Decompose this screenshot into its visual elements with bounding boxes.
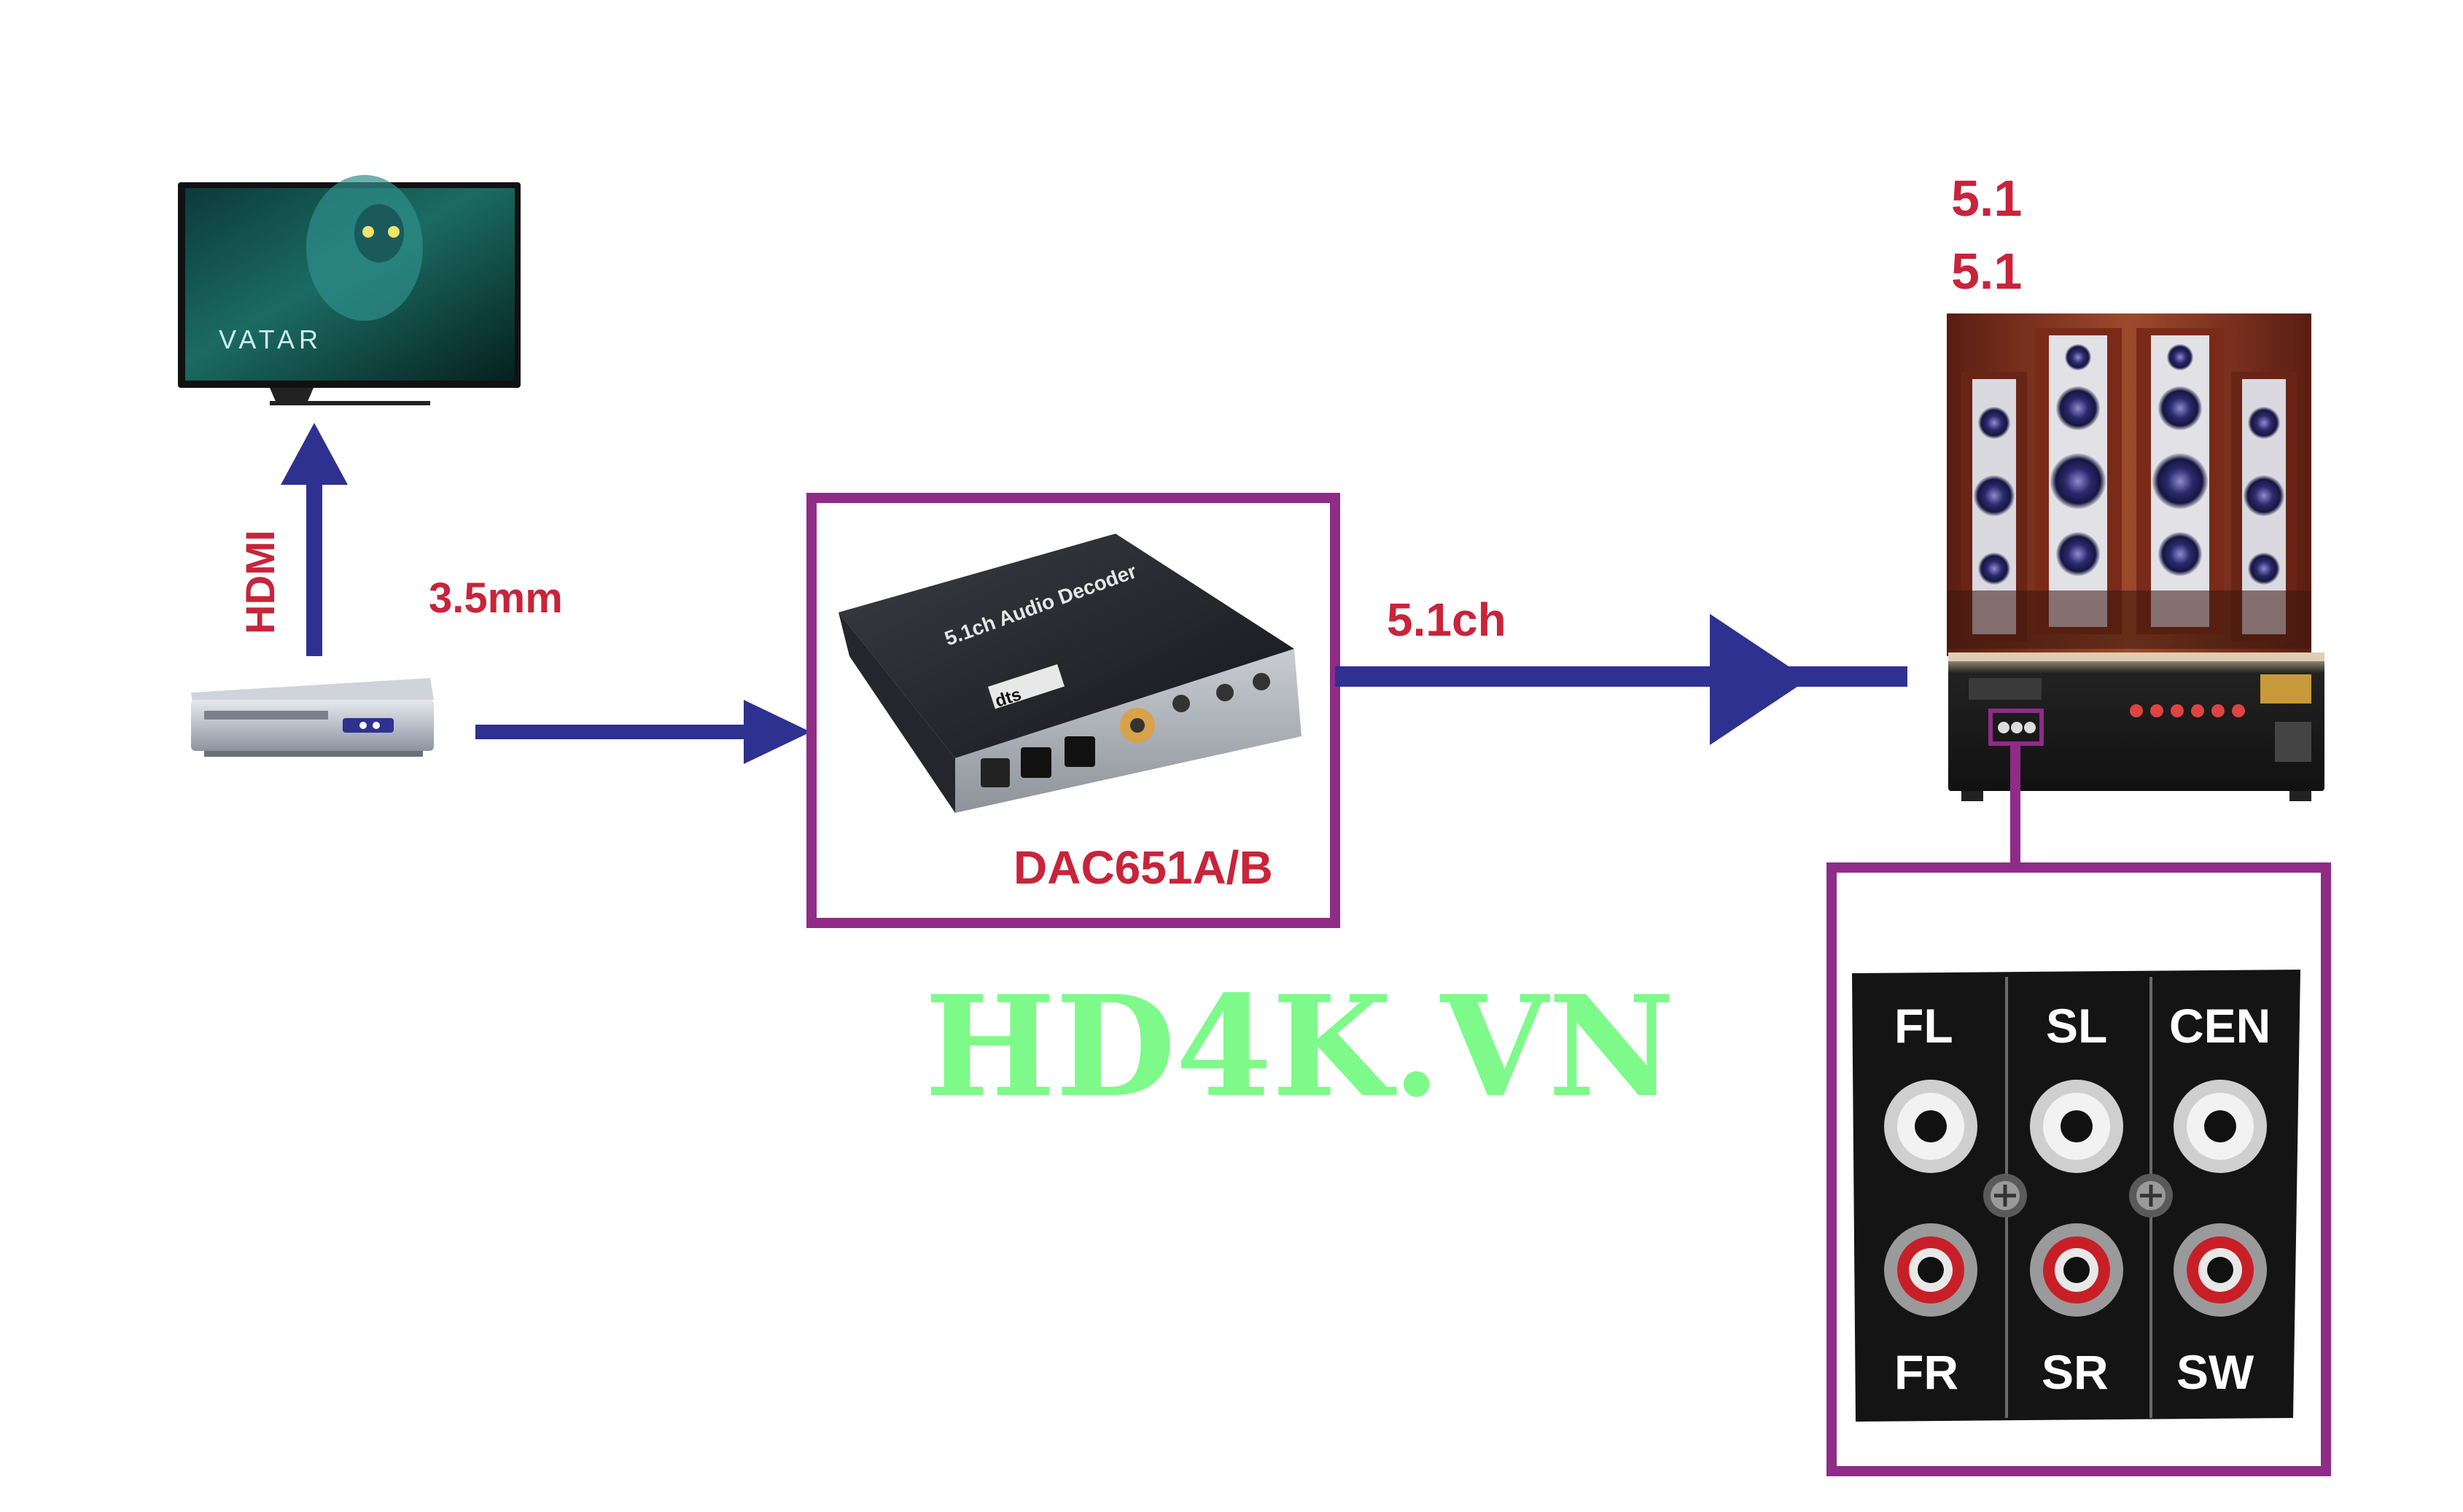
rca-jack-fl (1884, 1080, 1977, 1173)
cable-35mm-label: 3.5mm (429, 574, 563, 622)
screw-icon (1983, 1174, 2027, 1217)
model-label: DAC651A/B (1013, 841, 1273, 894)
rca-jack-sr (2030, 1223, 2123, 1317)
rca-label-sl: SL (2046, 999, 2107, 1053)
hdmi-arrow (281, 423, 348, 656)
rca-panel-frame (1826, 862, 2331, 1476)
watermark: HD4K.VN (925, 965, 1675, 1128)
amplifier-icon (1948, 652, 2324, 801)
tv-icon: VATAR (178, 175, 521, 405)
speaker-label-line1: 5.1 (1951, 170, 2022, 227)
rca-label-sr: SR (2042, 1345, 2109, 1399)
rca-jack-sl (2030, 1080, 2123, 1173)
rca-connector-line (2010, 744, 2020, 868)
speakers-icon (1947, 313, 2311, 656)
input-arrow (475, 700, 811, 764)
output-arrow (1335, 614, 1907, 745)
rca-panel: FL SL CEN (1852, 970, 2300, 1422)
rca-label-fl: FL (1894, 999, 1953, 1053)
dvd-player-icon (191, 678, 434, 757)
hdmi-label: HDMI (237, 530, 283, 634)
rca-jack-sw (2174, 1223, 2267, 1317)
speaker-label-line2: 5.1 (1951, 243, 2022, 300)
rca-jack-cen (2174, 1080, 2267, 1173)
screw-icon (2129, 1174, 2173, 1217)
rca-label-fr: FR (1894, 1345, 1958, 1399)
rca-label-sw: SW (2176, 1345, 2254, 1399)
rca-label-cen: CEN (2169, 999, 2271, 1053)
tv-screen-text: VATAR (219, 324, 322, 354)
decoder-frame (806, 493, 1340, 928)
decoder-device-icon: 5.1ch Audio Decoder dts (838, 534, 1301, 813)
output-51ch-label: 5.1ch (1387, 593, 1506, 646)
rca-jack-fr (1884, 1223, 1977, 1317)
